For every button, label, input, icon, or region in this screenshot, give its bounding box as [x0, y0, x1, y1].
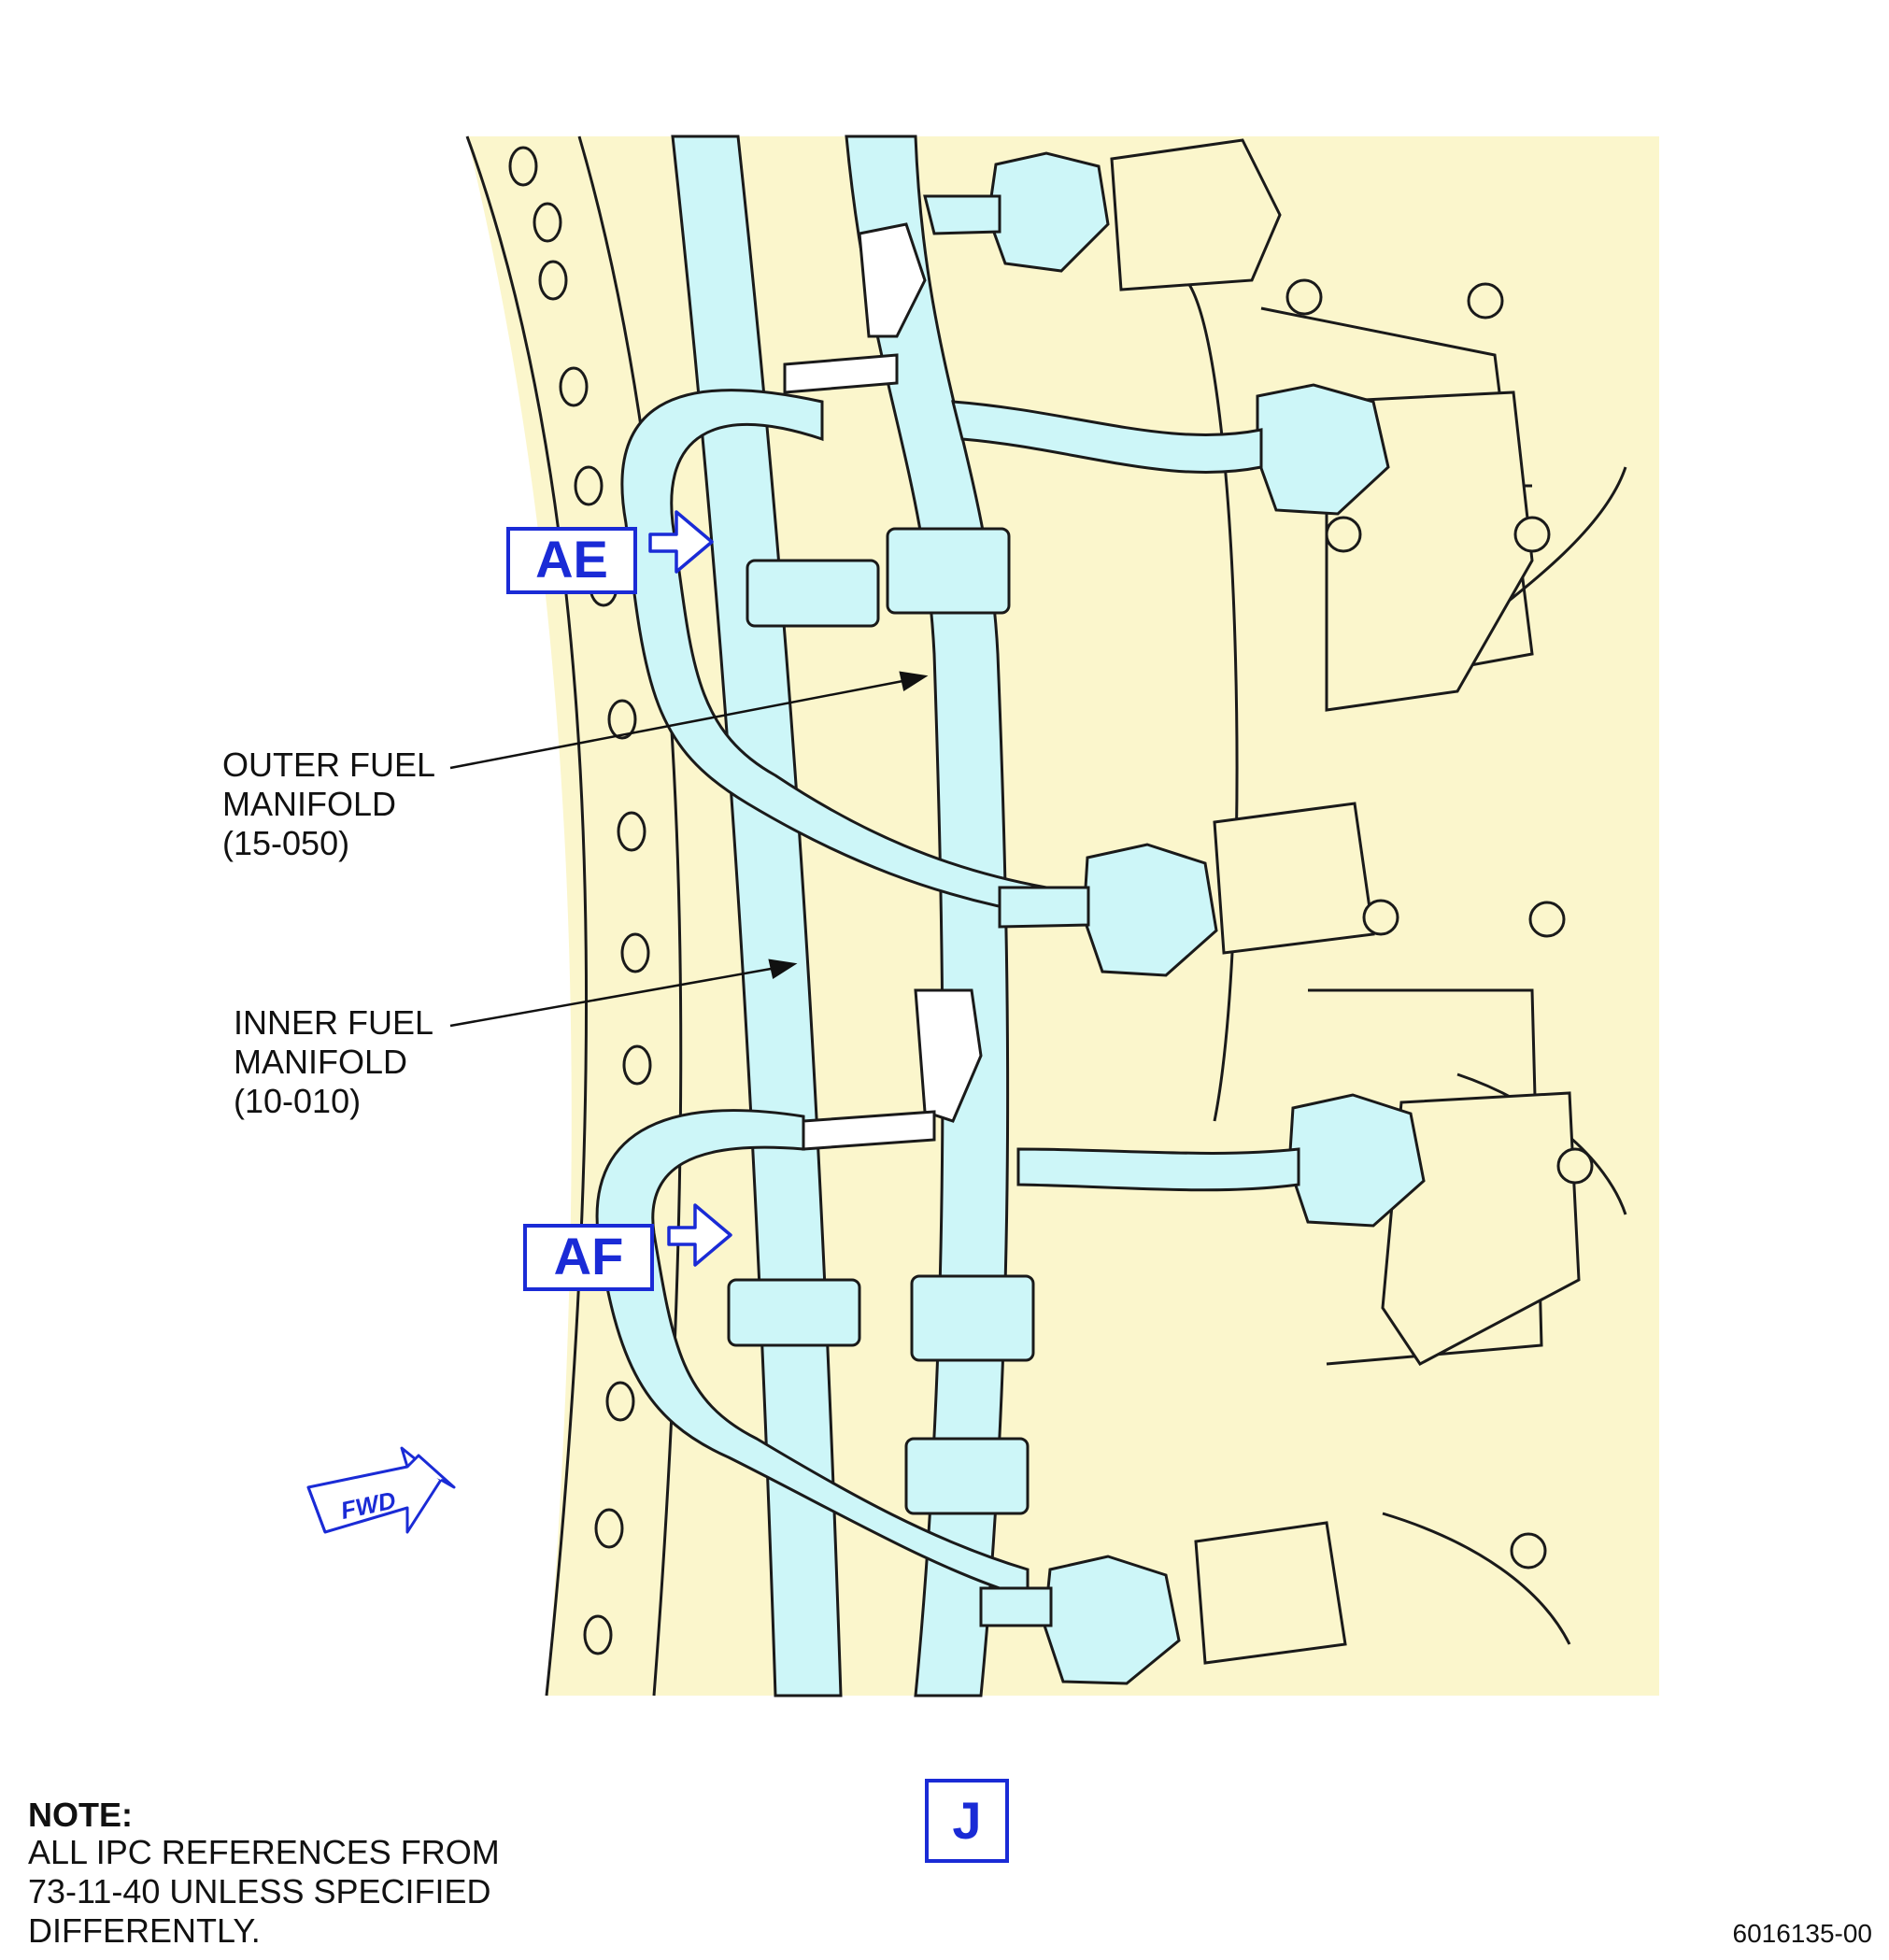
- note-text: ALL IPC REFERENCES FROM 73-11-40 UNLESS …: [28, 1833, 500, 1950]
- leader-lines: [449, 671, 929, 1028]
- view-callout-j: J: [925, 1779, 1009, 1863]
- casing-flange: [465, 135, 589, 1697]
- feeder-tubes: [923, 194, 1300, 1627]
- view-arrows: [648, 510, 732, 1267]
- flange-bolt-holes: [508, 146, 652, 1655]
- callout-af: AF: [523, 1224, 654, 1291]
- figure-number: 6016135-00: [1732, 1919, 1872, 1948]
- fwd-arrow-icon: [306, 1446, 456, 1534]
- b-nuts: [987, 151, 1426, 1685]
- callout-ae: AE: [506, 527, 637, 594]
- outer-fuel-manifold-label: OUTER FUEL MANIFOLD (15-050): [222, 746, 436, 862]
- manifold-clamps: [727, 527, 1035, 1515]
- mounting-bolts: [1285, 278, 1594, 1569]
- note-heading: NOTE:: [28, 1796, 133, 1834]
- mounting-brackets: [783, 222, 983, 1151]
- inner-fuel-manifold-label: INNER FUEL MANIFOLD (10-010): [234, 1003, 434, 1120]
